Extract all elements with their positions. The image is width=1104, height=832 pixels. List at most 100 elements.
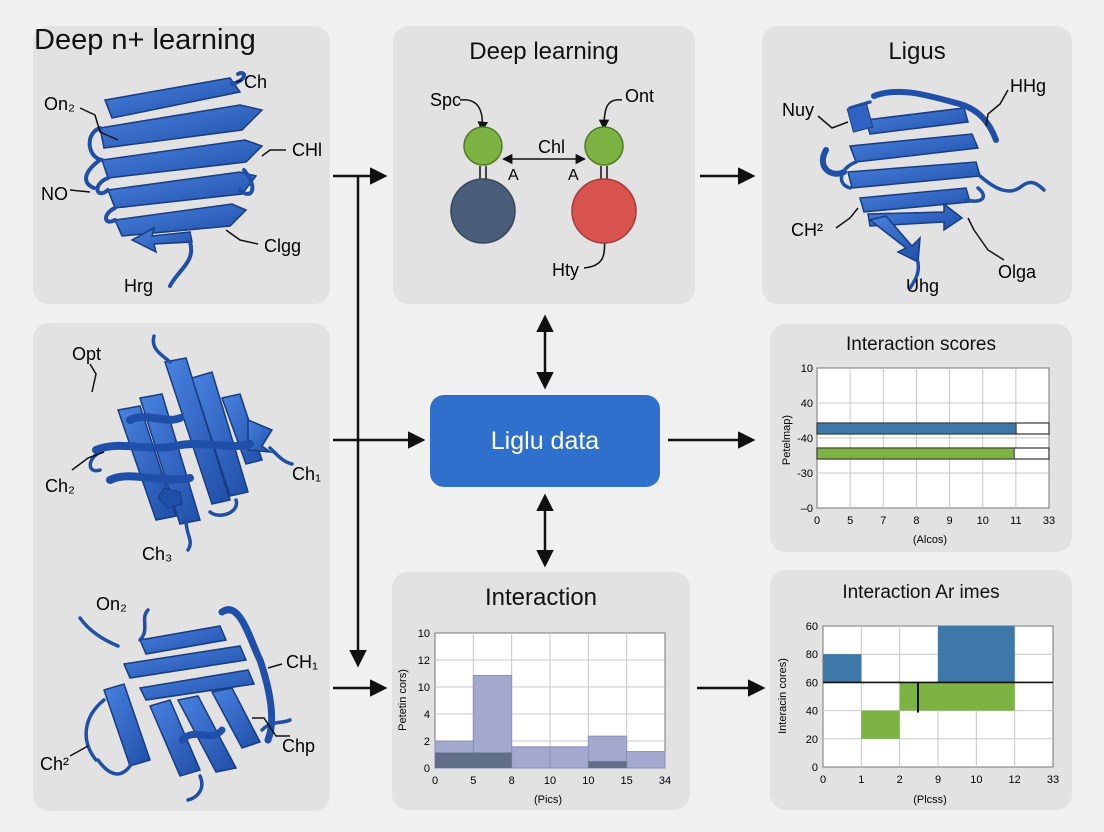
p1-label-clgg: Clgg <box>264 236 301 256</box>
isc-ytick: -30 <box>797 468 813 480</box>
ih-ytick: 12 <box>418 655 430 667</box>
ia-xtick: 33 <box>1047 774 1059 786</box>
ih-xtick: 10 <box>544 775 556 787</box>
node-ont <box>584 126 624 166</box>
ia-bar <box>938 626 1015 683</box>
ih-bar <box>511 746 551 769</box>
ih-xtick: 34 <box>659 775 671 787</box>
isc-bar <box>816 447 1015 460</box>
node-spc <box>463 126 503 166</box>
deep-learning-diagram: Spc Ont Chl A A Hty <box>430 86 654 280</box>
ih-xtick: 5 <box>470 775 476 787</box>
isc-ytick: -40 <box>797 433 813 445</box>
isc-xtick: 8 <box>913 515 919 527</box>
liglu-data-node[interactable]: Liglu data <box>430 395 660 487</box>
ligus-title: Ligus <box>888 38 946 65</box>
isc-bar <box>816 422 1017 435</box>
protein-structure-2: Opt Ch₂ Ch₁ Ch₃ <box>45 334 321 564</box>
ia-xlabel: (Plcss) <box>913 794 947 806</box>
node-red <box>571 178 637 244</box>
p3-label-on2: On₂ <box>96 594 127 614</box>
interaction-scores-title: Interaction scores <box>846 334 996 355</box>
connector-arrows <box>333 167 766 697</box>
ih-bar <box>549 746 589 769</box>
ia-bar <box>938 682 1015 711</box>
p2-label-ch2: Ch₂ <box>45 476 75 496</box>
p2-label-ch1: Ch₁ <box>292 464 321 484</box>
ia-ytick: 0 <box>812 762 818 774</box>
node-navy <box>450 178 516 244</box>
isc-ylabel: Petelmap) <box>781 415 793 465</box>
isc-xtick: 33 <box>1043 515 1055 527</box>
dl-label-a-left: A <box>508 167 519 184</box>
isc-xtick: 7 <box>880 515 886 527</box>
isc-xtick: 9 <box>947 515 953 527</box>
ia-xtick: 10 <box>970 774 982 786</box>
ih-xtick: 8 <box>509 775 515 787</box>
ih-ytick: 10 <box>418 682 430 694</box>
panel-deep-learning: Deep learning <box>393 26 695 304</box>
p1-label-ch: Ch <box>244 72 267 92</box>
ih-xtick: 10 <box>582 775 594 787</box>
ligus-protein-structure: Nuy HHg CH² Uhg Olga <box>782 76 1046 296</box>
ia-xtick: 12 <box>1009 774 1021 786</box>
dl-label-ont: Ont <box>625 86 654 106</box>
p3-label-ch1: CH₁ <box>286 652 318 672</box>
ligus-label-nuy: Nuy <box>782 100 814 120</box>
p1-label-on2: On₂ <box>44 94 75 114</box>
ih-xtick: 0 <box>432 775 438 787</box>
ia-xtick: 1 <box>858 774 864 786</box>
isc-xtick: 0 <box>814 515 820 527</box>
ia-ytick: 60 <box>806 621 818 633</box>
ia-ytick: 80 <box>806 649 818 661</box>
isc-ytick: 10 <box>801 363 813 375</box>
isc-xtick: 10 <box>977 515 989 527</box>
ia-ytick: 20 <box>806 734 818 746</box>
dl-label-spc: Spc <box>430 90 461 110</box>
deep-learning-title: Deep learning <box>469 38 619 65</box>
p1-label-chl: CHl <box>292 140 322 160</box>
ligus-label-uhg: Uhg <box>906 276 939 296</box>
p3-label-chp: Chp <box>282 736 315 756</box>
dl-label-hty: Hty <box>552 260 579 280</box>
dl-label-a-right: A <box>568 167 579 184</box>
dl-label-chl: Chl <box>538 137 565 157</box>
ligus-label-olga: Olga <box>998 262 1037 282</box>
ih-ytick: 10 <box>418 628 430 640</box>
ih-bar <box>435 752 474 768</box>
ia-bar <box>823 654 862 683</box>
protein-structure-1: Ch On₂ CHl NO Clgg Hrg <box>41 71 322 296</box>
isc-xtick: 11 <box>1010 515 1021 527</box>
ih-ytick: 2 <box>424 736 430 748</box>
ia-ytick: 40 <box>806 706 818 718</box>
ih-ylabel: Petetin cors) <box>397 669 409 731</box>
ih-bar <box>626 751 666 769</box>
ia-xtick: 2 <box>897 774 903 786</box>
ih-bar <box>473 752 512 768</box>
isc-ytick: 40 <box>801 398 813 410</box>
p3-label-ch2sup: Ch² <box>40 754 69 774</box>
ligus-label-hhg: HHg <box>1010 76 1046 96</box>
ligus-label-ch2: CH² <box>791 220 823 240</box>
p2-label-ch3: Ch₃ <box>142 544 172 564</box>
ia-ylabel: Interacin cores) <box>777 658 789 734</box>
ih-xtick: 15 <box>621 775 633 787</box>
ia-ytick: 60 <box>806 677 818 689</box>
interaction-arimes-title: Interaction Ar imes <box>842 582 1000 603</box>
ih-ytick: 0 <box>424 763 430 775</box>
ia-xtick: 0 <box>820 774 826 786</box>
ih-xlabel: (Pics) <box>534 794 562 806</box>
interaction-histogram-chart: 0 5 8 10 10 15 34 10 12 10 4 2 0 Petetin cors) (Pic… <box>397 628 671 806</box>
interaction-title: Interaction <box>484 584 598 611</box>
ia-bar <box>861 710 900 739</box>
ih-ytick: 4 <box>424 709 430 721</box>
p2-label-opt: Opt <box>72 344 101 364</box>
protein-structure-3: On₂ CH₁ Chp Ch² <box>40 594 318 802</box>
isc-ytick: –0 <box>801 503 813 515</box>
ih-bar <box>588 761 627 768</box>
main-title: Deep n+ learning <box>34 24 256 56</box>
ia-xtick: 9 <box>935 774 941 786</box>
